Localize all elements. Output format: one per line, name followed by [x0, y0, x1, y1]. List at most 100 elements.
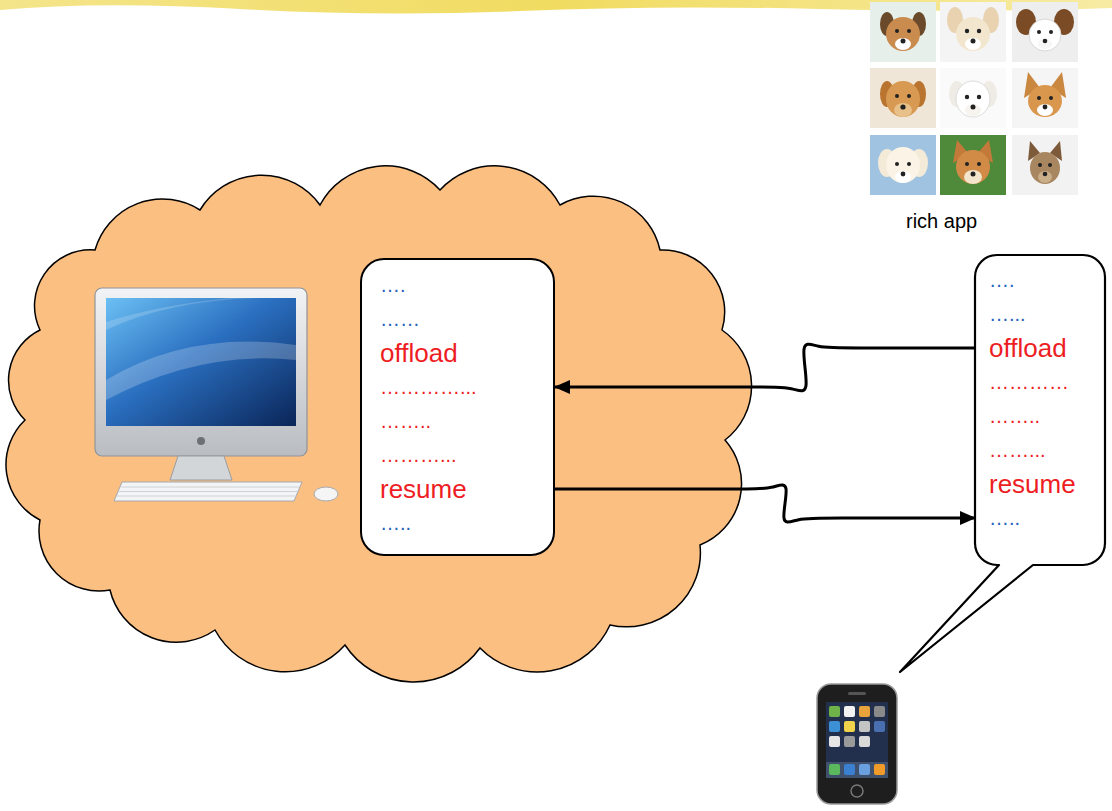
- dog-photo-grid: [895, 38, 911, 50]
- dog-photo-grid: [977, 95, 981, 99]
- dog-photo-grid: [1012, 135, 1078, 195]
- dog-photo-grid: [1038, 163, 1042, 167]
- dog-photo-grid: [1038, 39, 1052, 49]
- dog-photo-grid: [870, 2, 1078, 195]
- dog-photo-grid: [940, 135, 1006, 195]
- cloud-shape: [6, 166, 752, 682]
- phone-illustration: [851, 785, 863, 797]
- dog-photo-grid: [901, 172, 906, 177]
- phone-illustration: [874, 721, 885, 732]
- dog-photo-grid: [1038, 171, 1052, 183]
- dog-photo-grid: [870, 135, 936, 195]
- dog-photo-grid: [971, 105, 976, 110]
- dog-photo-grid: [1012, 135, 1078, 195]
- dog-photo-grid: [1043, 172, 1048, 177]
- cloud-shape: [6, 166, 752, 682]
- speech-bubble-outline: [900, 255, 1105, 672]
- dog-photo-grid: [895, 94, 899, 98]
- flow-arrow: [555, 344, 975, 391]
- phone-illustration: [829, 764, 840, 775]
- computer-illustration: [197, 437, 205, 445]
- computer-illustration: [95, 288, 338, 501]
- dog-photo-grid: [940, 2, 1006, 62]
- code-line: …...: [989, 297, 1026, 331]
- phone-illustration: [844, 736, 855, 747]
- dog-photo-grid: [895, 171, 911, 183]
- dog-photo-grid: [1037, 96, 1041, 100]
- dog-photo-grid: [940, 135, 1006, 195]
- code-line: …..: [989, 501, 1020, 535]
- phone-illustration: [829, 721, 840, 732]
- code-line: ……..: [989, 399, 1040, 433]
- code-line: ……..: [380, 404, 431, 438]
- phone-illustration: [826, 762, 888, 778]
- dog-photo-grid: [1049, 30, 1053, 34]
- dog-photo-grid: [956, 81, 990, 117]
- dog-photo-grid: [900, 104, 905, 109]
- dog-photo-grid: [1012, 2, 1078, 62]
- dog-photo-grid: [940, 68, 1006, 128]
- phone-illustration: [874, 764, 885, 775]
- phone-illustration: [859, 736, 870, 747]
- dog-photo-grid: [1012, 68, 1078, 128]
- keyword-text: offload: [989, 331, 1067, 365]
- speech-bubble: ….…...offload………………..……...resume…..: [975, 255, 1105, 565]
- computer-illustration: [106, 342, 296, 400]
- code-line: ….: [989, 263, 1015, 297]
- computer-illustration: [106, 298, 296, 426]
- dog-photo-grid: [965, 104, 981, 116]
- dog-photo-grid: [977, 162, 981, 166]
- dog-photo-grid: [971, 39, 976, 44]
- dog-photo-grid: [1049, 96, 1053, 100]
- phone-illustration: [817, 684, 897, 804]
- dog-photo-grid: [964, 170, 982, 184]
- phone-illustration: [859, 721, 870, 732]
- keyword-text: resume: [380, 472, 467, 506]
- dog-photo-grid: [1028, 85, 1062, 117]
- dog-photo-grid: [886, 17, 920, 51]
- code-line: ……...: [989, 433, 1046, 467]
- dog-photo-grid: [971, 172, 976, 177]
- dog-photo-grid: [894, 103, 912, 117]
- dog-photo-grid: [907, 94, 911, 98]
- dog-photo-grid: [956, 150, 990, 184]
- dog-photo-grid: [1037, 30, 1041, 34]
- computer-illustration: [170, 456, 232, 480]
- dog-photo-grid: [977, 29, 981, 33]
- phone-illustration: [844, 721, 855, 732]
- dog-photo-grid: [901, 39, 906, 44]
- phone-illustration: [844, 764, 855, 775]
- computer-illustration: [119, 491, 298, 492]
- code-line: ………...: [380, 438, 457, 472]
- computer-illustration: [117, 496, 296, 497]
- code-line: ……: [380, 302, 420, 336]
- dog-photo-grid: [1043, 39, 1048, 44]
- keyword-text: resume: [989, 467, 1076, 501]
- dog-photo-grid: [870, 135, 936, 195]
- dog-photo-grid: [870, 2, 936, 62]
- dog-photo-grid: [940, 68, 1006, 128]
- dog-photo-grid: [870, 2, 936, 62]
- computer-illustration: [114, 482, 302, 501]
- dog-photo-grid: [1037, 104, 1053, 116]
- keyword-text: offload: [380, 336, 458, 370]
- phone-illustration: [859, 764, 870, 775]
- phone-illustration: [829, 736, 840, 747]
- dog-photo-grid: [886, 81, 920, 117]
- computer-illustration: [314, 487, 338, 501]
- computer-illustration: [106, 298, 260, 330]
- dog-photo-grid: [1012, 68, 1078, 128]
- flow-arrow: [555, 485, 975, 522]
- code-box: ….……offload…………...……..………...resume…..: [360, 258, 555, 556]
- phone-illustration: [817, 684, 897, 804]
- dog-photo-grid: [956, 17, 990, 51]
- dog-photo-grid: [886, 147, 920, 183]
- computer-illustration: [95, 288, 307, 456]
- computer-illustration: [121, 487, 299, 488]
- dog-photo-grid: [895, 162, 899, 166]
- dog-photo-grid: [907, 162, 911, 166]
